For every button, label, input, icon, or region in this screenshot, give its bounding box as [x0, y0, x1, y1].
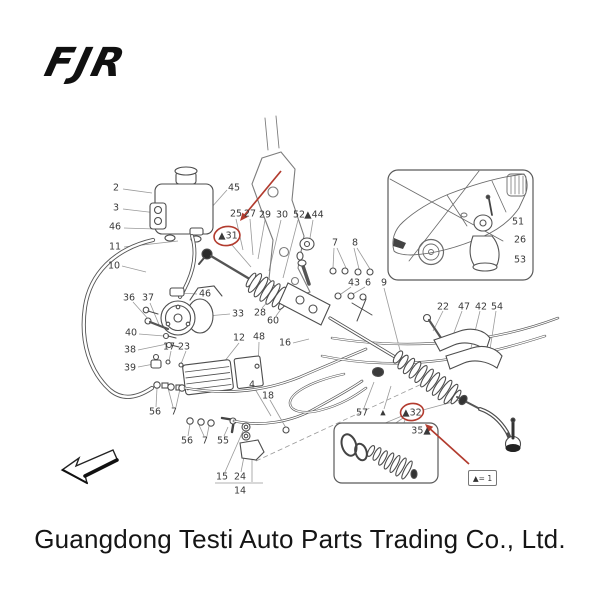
company-name: Guangdong Testi Auto Parts Trading Co., … — [34, 524, 566, 554]
part-label-36: 36 — [122, 292, 136, 304]
part-label-4: 4 — [248, 379, 256, 391]
link-bracket — [239, 422, 265, 461]
power-steering-pump — [160, 285, 223, 336]
part-label-22: 22 — [436, 301, 450, 313]
part-label-32: ▲32 — [402, 407, 422, 419]
part-label-9: 9 — [380, 277, 388, 289]
highlight-circle-31 — [213, 225, 241, 247]
qty-triangle-marker: ▲ — [380, 408, 386, 417]
part-label-12: 12 — [232, 332, 246, 344]
legend-text: ▲= 1 — [472, 473, 493, 483]
part-label-38: 38 — [123, 344, 137, 356]
legend-box: ▲= 1 — [468, 470, 497, 486]
rack-mount-brackets — [422, 313, 503, 370]
part-label-7a: 7 — [331, 237, 339, 249]
part-label-51: 51 — [511, 216, 525, 228]
part-label-29: 29 — [258, 209, 272, 221]
part-label-28: 28 — [253, 307, 267, 319]
part-label-56b: 56 — [180, 435, 194, 447]
part-label-53: 53 — [513, 254, 527, 266]
steering-rack — [198, 248, 522, 453]
highlight-circle-32 — [399, 402, 425, 422]
part-label-18: 18 — [261, 390, 275, 402]
clamp-nuts — [299, 237, 374, 301]
part-label-52: 52 — [292, 209, 306, 221]
part-label-46a: 46 — [108, 221, 122, 233]
part-label-54: 54 — [490, 301, 504, 313]
direction-arrow — [60, 449, 119, 485]
part-label-16: 16 — [278, 337, 292, 349]
part-label-14: 14 — [233, 485, 247, 497]
part-label-39: 39 — [123, 362, 137, 374]
part-label-23: 23 — [177, 341, 191, 353]
part-label-24: 24 — [233, 471, 247, 483]
part-label-2: 2 — [112, 182, 120, 194]
sensor-bracket-53 — [469, 194, 500, 272]
part-label-33: 33 — [231, 308, 245, 320]
part-label-26: 26 — [513, 234, 527, 246]
part-label-55: 55 — [216, 435, 230, 447]
red-arrow-31 — [242, 170, 282, 218]
part-label-40: 40 — [124, 327, 138, 339]
part-label-48: 48 — [252, 331, 266, 343]
cooler-block — [182, 355, 264, 396]
part-label-60: 60 — [266, 315, 280, 327]
part-label-30: 30 — [275, 209, 289, 221]
fluid-reservoir — [149, 166, 214, 243]
part-label-27: 27 — [243, 208, 257, 220]
pump-fasteners — [142, 306, 184, 369]
part-label-17: 17 — [162, 341, 176, 353]
parts-art — [60, 115, 560, 485]
part-label-43: 43 — [347, 277, 361, 289]
part-label-7c: 7 — [201, 435, 209, 447]
part-label-42: 42 — [474, 301, 488, 313]
red-highlight-annotations — [213, 170, 470, 465]
part-label-11: 11 — [108, 241, 122, 253]
part-label-44: ▲44 — [304, 209, 324, 221]
part-label-57: 57 — [355, 407, 369, 419]
part-label-8: 8 — [351, 237, 359, 249]
part-label-15: 15 — [215, 471, 229, 483]
hoses — [81, 234, 197, 399]
car-inset — [387, 169, 534, 281]
mount-bracket-45 — [251, 115, 311, 301]
red-arrow-32 — [427, 426, 470, 465]
part-label-6: 6 — [364, 277, 372, 289]
part-label-37: 37 — [141, 292, 155, 304]
part-label-47: 47 — [457, 301, 471, 313]
part-label-3: 3 — [112, 202, 120, 214]
part-label-7b: 7 — [170, 406, 178, 418]
part-label-10: 10 — [107, 260, 121, 272]
boot-kit-inset — [333, 422, 439, 484]
line-fittings — [153, 381, 290, 434]
part-label-45: 45 — [227, 182, 241, 194]
part-label-35: 35▲ — [411, 425, 431, 437]
hydraulic-pipes — [183, 316, 560, 425]
part-label-46b: 46 — [198, 288, 212, 300]
part-label-31: ▲31 — [218, 230, 238, 242]
part-label-56a: 56 — [148, 406, 162, 418]
part-label-25: 25 — [229, 208, 243, 220]
